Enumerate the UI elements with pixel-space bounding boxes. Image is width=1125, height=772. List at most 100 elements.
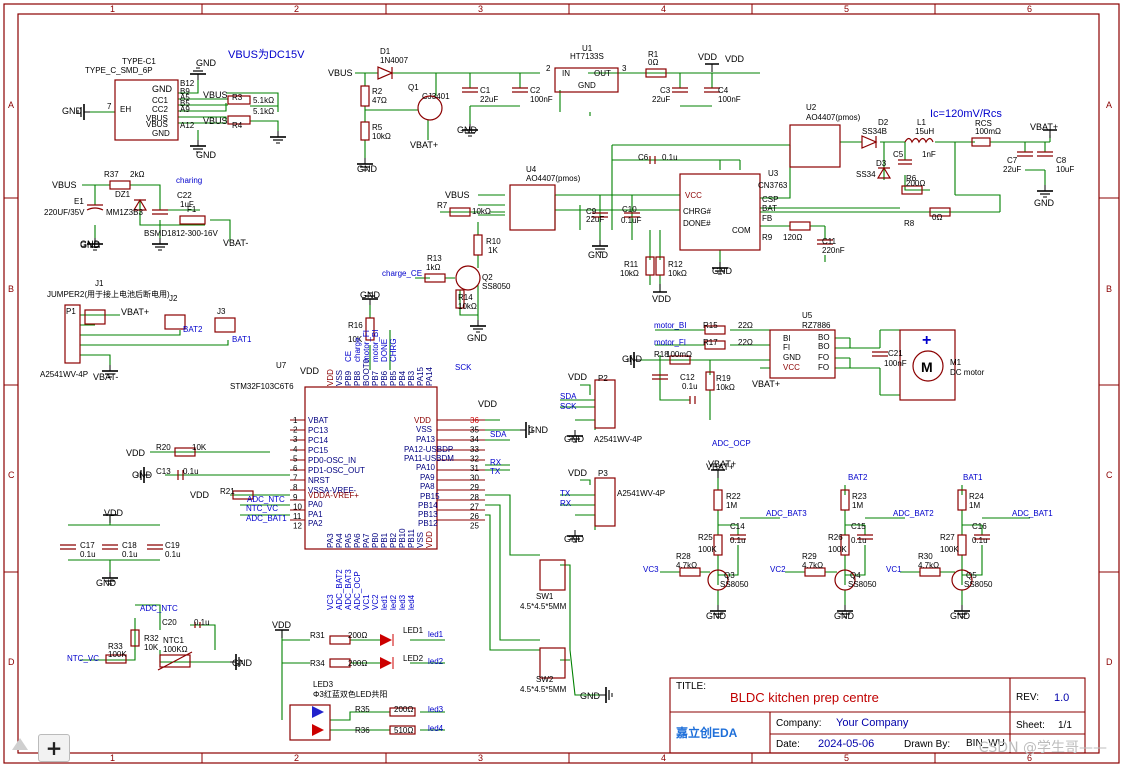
- label-text: RZ7886: [802, 321, 831, 330]
- label-text: 120Ω: [783, 233, 802, 242]
- label-text: 22uF: [480, 95, 498, 104]
- label-text: U7: [276, 361, 287, 370]
- row-label: D: [1106, 657, 1113, 667]
- label-text: R6: [906, 174, 917, 183]
- resistor-r15: [704, 325, 726, 335]
- mcu-bottom-pin: VDD: [425, 531, 434, 548]
- resistor-r32: [130, 629, 140, 647]
- label-text: 1N4007: [380, 56, 409, 65]
- mcu-top-pin: BOOT0: [362, 358, 371, 386]
- label-text: C15: [851, 522, 866, 531]
- mcu-bottom-pin: PA3: [326, 533, 335, 548]
- column-label: 2: [294, 4, 299, 14]
- label-text: SW2: [536, 675, 554, 684]
- label-text: 100mΩ: [975, 127, 1001, 136]
- label-text: 22uF: [586, 215, 604, 224]
- mcu-right-pin-number: 34: [470, 435, 479, 444]
- label-text: R24: [969, 492, 984, 501]
- date-label: Date:: [776, 739, 800, 750]
- label-text: EH: [120, 105, 131, 114]
- label-text: U4: [526, 165, 537, 174]
- label-text: CJ3401: [422, 92, 450, 101]
- label-text: VDD: [126, 448, 146, 458]
- label-text: SS8050: [964, 580, 993, 589]
- label-text: A2541WV-4P: [594, 435, 642, 444]
- row-label: A: [1106, 100, 1112, 110]
- label-text: C17: [80, 541, 95, 550]
- label-text: 100K: [698, 545, 717, 554]
- label-text: 510Ω: [394, 726, 413, 735]
- label-text: C2: [530, 86, 541, 95]
- row-label: A: [8, 100, 14, 110]
- label-text: 22Ω: [738, 321, 753, 330]
- label-text: R11: [624, 260, 639, 269]
- label-text: 10kΩ: [716, 383, 735, 392]
- jumper-j1: [84, 309, 106, 325]
- label-text: TX: [560, 489, 571, 498]
- charger-ic-u3: [679, 173, 761, 251]
- zener-dz1: [132, 198, 148, 211]
- label-text: GND: [357, 164, 378, 174]
- label-text: OUT: [594, 69, 611, 78]
- mcu-top-pin: PA14: [425, 366, 434, 386]
- mcu-bottom-pin: VSS: [416, 532, 425, 548]
- row-label: B: [1106, 284, 1112, 294]
- label-text: J1: [95, 279, 104, 288]
- label-text: C13: [156, 467, 171, 476]
- label-text: VBUS: [203, 116, 228, 126]
- label-text: PB13: [418, 510, 438, 519]
- label-text: E1: [74, 197, 84, 206]
- label-text: ADC_BAT2: [893, 509, 934, 518]
- label-text: VDD: [568, 372, 588, 382]
- mcu-bottom-net: VC3: [326, 594, 335, 610]
- mcu-top-net: DONE: [380, 339, 389, 362]
- label-text: B12: [180, 79, 195, 88]
- resistor-r12: [655, 256, 665, 276]
- label-text: B5: [180, 99, 190, 108]
- label-text: 0Ω: [648, 58, 658, 67]
- resistor-rcs: [971, 137, 991, 147]
- label-text: BAT2: [848, 473, 868, 482]
- collapse-triangle-icon[interactable]: [12, 738, 28, 750]
- label-text: NTC_VC: [67, 654, 99, 663]
- zoom-in-button[interactable]: +: [38, 734, 70, 762]
- label-text: R12: [668, 260, 683, 269]
- label-text: VBUS: [328, 68, 353, 78]
- label-text: SS34: [856, 170, 876, 179]
- label-text: C22: [177, 191, 192, 200]
- label-text: 5.1kΩ: [253, 96, 274, 105]
- drawn-value: BIN_WU: [966, 738, 1005, 749]
- led3-rgb: [289, 704, 331, 741]
- transistor-q5: [951, 569, 973, 591]
- mcu-top-pin: VSS: [335, 370, 344, 386]
- mcu-bottom-net: led1: [380, 594, 389, 610]
- label-text: 3: [622, 64, 627, 73]
- label-text: R16: [348, 321, 363, 330]
- mcu-right-pin-number: 27: [470, 502, 479, 511]
- label-text: VDD: [104, 508, 124, 518]
- switch-sw2: [539, 647, 566, 679]
- label-text: 0.1u: [730, 536, 746, 545]
- resistor-r21: [232, 490, 254, 500]
- label-text: SS34B: [862, 127, 887, 136]
- label-text: 10kΩ: [472, 207, 491, 216]
- label-text: BO: [818, 342, 830, 351]
- label-text: FO: [818, 363, 829, 372]
- label-text: SS8050: [482, 282, 511, 291]
- label-text: C21: [888, 349, 903, 358]
- label-text: CN3763: [758, 181, 788, 190]
- label-text: R2: [372, 87, 383, 96]
- label-text: 0.1u: [80, 550, 96, 559]
- label-text: GND: [360, 290, 381, 300]
- mcu-left-pin-number: 6: [293, 464, 298, 473]
- label-text: R23: [852, 492, 867, 501]
- diode-d1: [377, 66, 394, 80]
- mcu-top-pin: PA15: [416, 366, 425, 386]
- label-text: 200Ω: [348, 631, 367, 640]
- mcu-bottom-net: ADC_BAT2: [335, 569, 344, 610]
- column-label: 5: [844, 753, 849, 763]
- label-text: 4.5*4.5*5MM: [520, 602, 567, 611]
- label-text: VBUS: [146, 120, 168, 129]
- resistor-r11: [645, 256, 655, 276]
